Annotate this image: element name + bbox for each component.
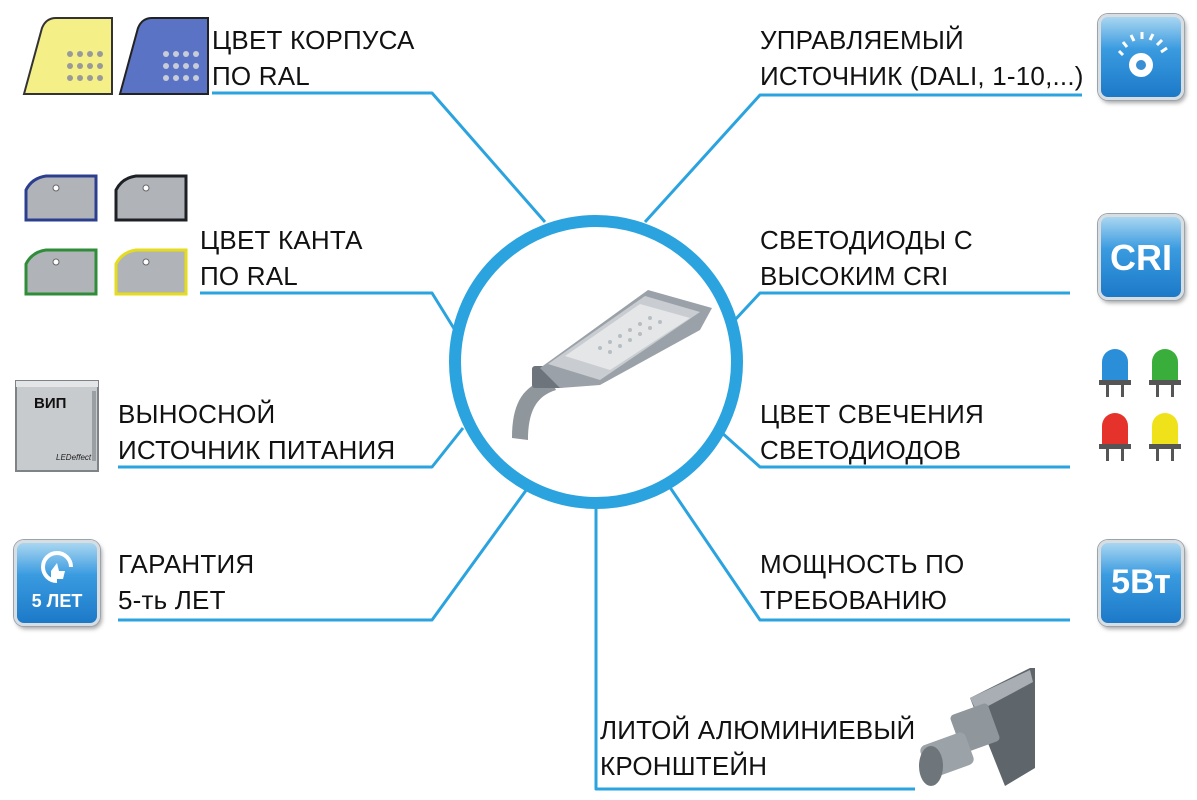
line-warranty — [118, 477, 537, 622]
power-badge-icon: 5Вт — [1098, 540, 1184, 626]
power-badge-text: 5Вт — [1111, 563, 1171, 601]
dimmer-control-icon — [1098, 14, 1184, 100]
label-power: МОЩНОСТЬ ПО ТРЕБОВАНИЮ — [760, 549, 965, 615]
psu-box-icon: ВИП LEDeffect — [12, 377, 102, 475]
label-led-color: ЦВЕТ СВЕЧЕНИЯ СВЕТОДИОДОВ — [760, 399, 984, 465]
line-housing-color — [212, 91, 547, 223]
psu-box-label: ВИП — [34, 395, 67, 412]
label-housing-color: ЦВЕТ КОРПУСА ПО RAL — [212, 25, 415, 91]
led-blue-icon — [1099, 349, 1131, 397]
psu-brand-label: LEDeffect — [56, 453, 92, 462]
thumbs-up-icon — [41, 551, 73, 583]
warranty-badge-icon: 5 ЛЕТ — [14, 540, 100, 626]
led-green-icon — [1149, 349, 1181, 397]
label-controllable: УПРАВЛЯЕМЫЙ ИСТОЧНИК (DALI, 1-10,...) — [760, 25, 1084, 91]
line-remote-psu — [118, 427, 465, 469]
housing-color-thumbs — [22, 17, 209, 95]
cri-badge-text: CRI — [1110, 237, 1172, 278]
luminaire-icon — [512, 290, 712, 440]
cri-badge-icon: CRI — [1098, 214, 1184, 300]
led-yellow-icon — [1149, 413, 1181, 461]
line-bracket — [594, 500, 915, 791]
line-edge-color — [200, 291, 460, 336]
edge-color-thumbs — [24, 174, 188, 296]
label-bracket: ЛИТОЙ АЛЮМИНИЕВЫЙ КРОНШТЕЙН — [600, 715, 916, 781]
edge-blue-swatch — [24, 174, 98, 222]
bracket-thumb — [919, 668, 1035, 786]
label-warranty: ГАРАНТИЯ 5-ть ЛЕТ — [118, 549, 255, 615]
warranty-badge-text: 5 ЛЕТ — [31, 591, 83, 611]
line-controllable — [643, 93, 1082, 224]
edge-yellow-swatch — [114, 248, 188, 296]
led-red-icon — [1099, 413, 1131, 461]
line-led-color — [719, 430, 1070, 469]
edge-green-swatch — [24, 248, 98, 296]
line-power — [663, 479, 1070, 622]
label-edge-color: ЦВЕТ КАНТА ПО RAL — [200, 225, 363, 291]
label-high-cri: СВЕТОДИОДЫ С ВЫСОКИМ CRI — [760, 225, 973, 291]
edge-dark-swatch — [114, 174, 188, 222]
line-high-cri — [731, 291, 1070, 324]
label-remote-psu: ВЫНОСНОЙ ИСТОЧНИК ПИТАНИЯ — [118, 399, 396, 465]
led-colors-icon — [1099, 349, 1181, 461]
